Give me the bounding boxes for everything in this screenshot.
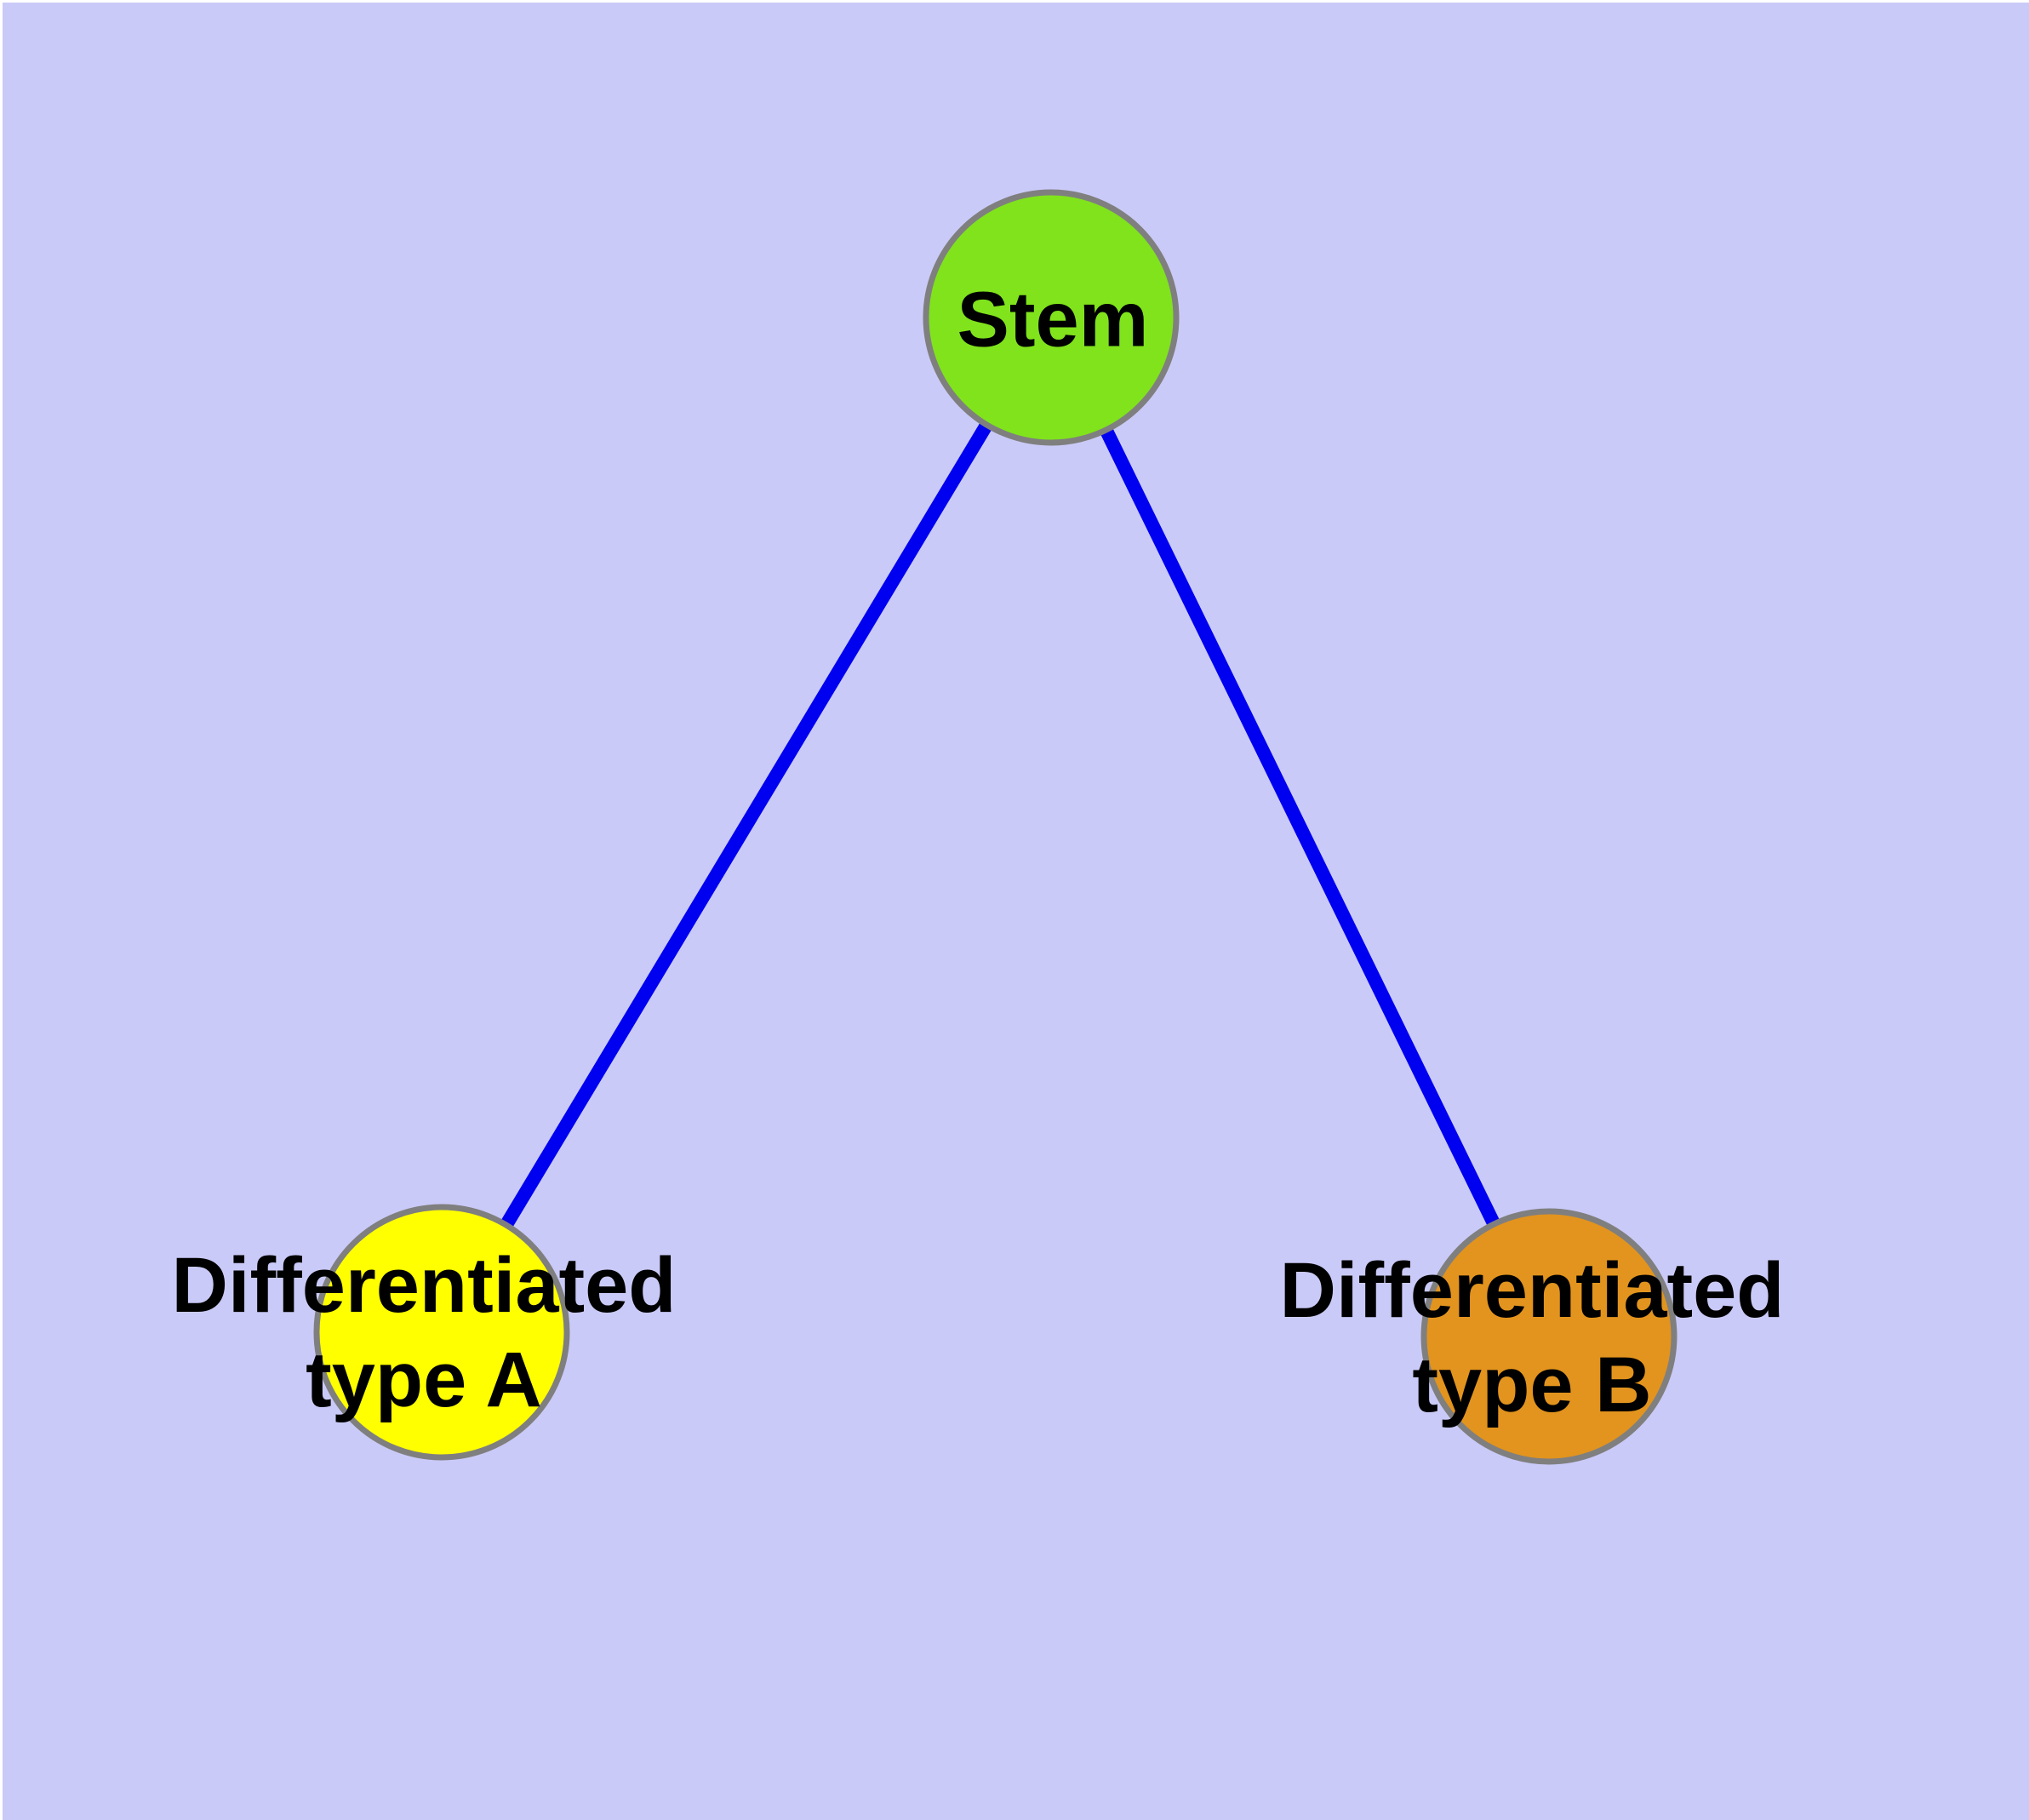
- edge-stem-to-type-b: [1044, 314, 1556, 1340]
- node-type-a-circle: [313, 1204, 570, 1461]
- node-type-b-circle: [1420, 1208, 1677, 1465]
- node-stem-circle: [923, 189, 1180, 446]
- edge-stem-to-type-a: [436, 313, 1057, 1336]
